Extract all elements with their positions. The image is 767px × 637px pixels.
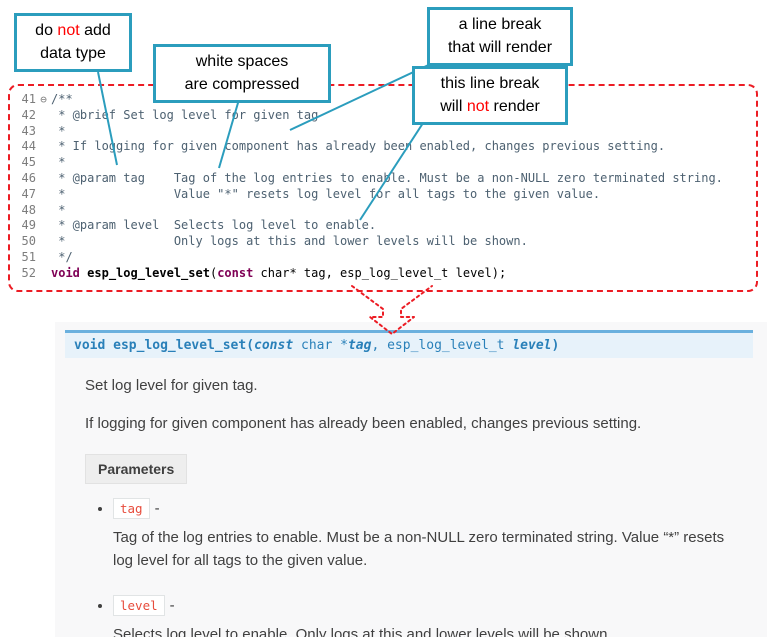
fold-spacer bbox=[36, 155, 51, 171]
fold-spacer bbox=[36, 266, 51, 282]
code-line: 50 * Only logs at this and lower levels … bbox=[12, 234, 754, 250]
code-line: 51 */ bbox=[12, 250, 754, 266]
param-dash: - bbox=[154, 500, 160, 517]
param-dash: - bbox=[169, 596, 175, 614]
code-text: * bbox=[51, 123, 66, 138]
code-lines: 41 ⊖ /** 42 * @brief Set log level for give… bbox=[12, 92, 754, 282]
line-number: 43 bbox=[21, 123, 36, 138]
code-text: * bbox=[51, 155, 66, 170]
code-line: 49 * @param level Selects log level to e… bbox=[12, 218, 754, 234]
parameters-heading: Parameters bbox=[85, 454, 188, 484]
code-line: 47 * Value "*" resets log level for all … bbox=[12, 187, 754, 203]
code-text: * @brief Set log level for given tag bbox=[51, 107, 319, 122]
fold-collapse-icon: ⊖ bbox=[40, 93, 47, 106]
code-line: 41 ⊖ /** bbox=[12, 92, 754, 108]
code-text: /** bbox=[51, 92, 73, 106]
code-editor-snippet: 41 ⊖ /** 42 * @brief Set log level for give… bbox=[8, 84, 758, 292]
param-name-chip: level bbox=[113, 594, 165, 616]
code-line: 52 void esp_log_level_set(const char* tag… bbox=[12, 266, 754, 282]
parameter-item-level: level- Selects log level to enable. Only… bbox=[113, 594, 747, 637]
fold-spacer bbox=[36, 139, 51, 155]
brief-text: Set log level for given tag. bbox=[85, 377, 258, 394]
param-description: Selects log level to enable. Only logs a… bbox=[113, 625, 612, 637]
fold-spacer bbox=[36, 171, 51, 187]
code-line: 44 * If logging for given component has … bbox=[12, 139, 754, 155]
parameters-list: tag- Tag of the log entries to enable. M… bbox=[113, 498, 747, 637]
description-text: If logging for given component has alrea… bbox=[85, 414, 642, 432]
code-text: * @param level Selects log level to enab… bbox=[51, 218, 377, 233]
code-text: * @param tag Tag of the log entries to e… bbox=[51, 170, 723, 185]
line-number: 42 bbox=[21, 107, 36, 122]
fold-spacer bbox=[36, 108, 51, 124]
line-number: 52 bbox=[21, 265, 36, 280]
code-text: * bbox=[51, 202, 66, 217]
parameter-item-tag: tag- Tag of the log entries to enable. M… bbox=[113, 498, 747, 573]
code-text: * Value "*" resets log level for all tag… bbox=[51, 186, 601, 201]
code-line: 46 * @param tag Tag of the log entries t… bbox=[12, 171, 754, 187]
line-number: 47 bbox=[21, 186, 36, 201]
fold-spacer bbox=[36, 218, 51, 234]
line-number: 49 bbox=[21, 218, 36, 233]
code-line: 45 * bbox=[12, 155, 754, 171]
function-signature: void esp_log_level_set(const char *tag, … bbox=[65, 330, 753, 358]
docs-body: Set log level for given tag. If logging … bbox=[55, 358, 767, 637]
param-description: Tag of the log entries to enable. Must b… bbox=[113, 529, 725, 570]
line-number: 41 bbox=[21, 92, 36, 106]
code-line: 48 * bbox=[12, 203, 754, 219]
line-number: 46 bbox=[21, 170, 36, 185]
param-name-chip: tag bbox=[113, 498, 150, 519]
code-text: * Only logs at this and lower levels wil… bbox=[51, 234, 528, 249]
fold-spacer bbox=[36, 187, 51, 203]
code-text: void esp_log_level_set(const char* tag, … bbox=[51, 265, 507, 280]
code-text: */ bbox=[51, 249, 73, 264]
fold-spacer bbox=[36, 203, 51, 219]
line-number: 51 bbox=[21, 249, 36, 264]
code-line: 43 * bbox=[12, 124, 754, 140]
line-number: 50 bbox=[21, 234, 36, 249]
rendered-docs-panel: void esp_log_level_set(const char *tag, … bbox=[55, 322, 767, 637]
line-number: 48 bbox=[21, 202, 36, 217]
line-number: 45 bbox=[21, 155, 36, 170]
code-line: 42 * @brief Set log level for given tag bbox=[12, 108, 754, 124]
code-text: * If logging for given component has alr… bbox=[51, 139, 666, 154]
fold-spacer bbox=[36, 124, 51, 140]
fold-spacer bbox=[36, 250, 51, 266]
fold-spacer bbox=[36, 234, 51, 250]
line-number: 44 bbox=[21, 139, 36, 154]
